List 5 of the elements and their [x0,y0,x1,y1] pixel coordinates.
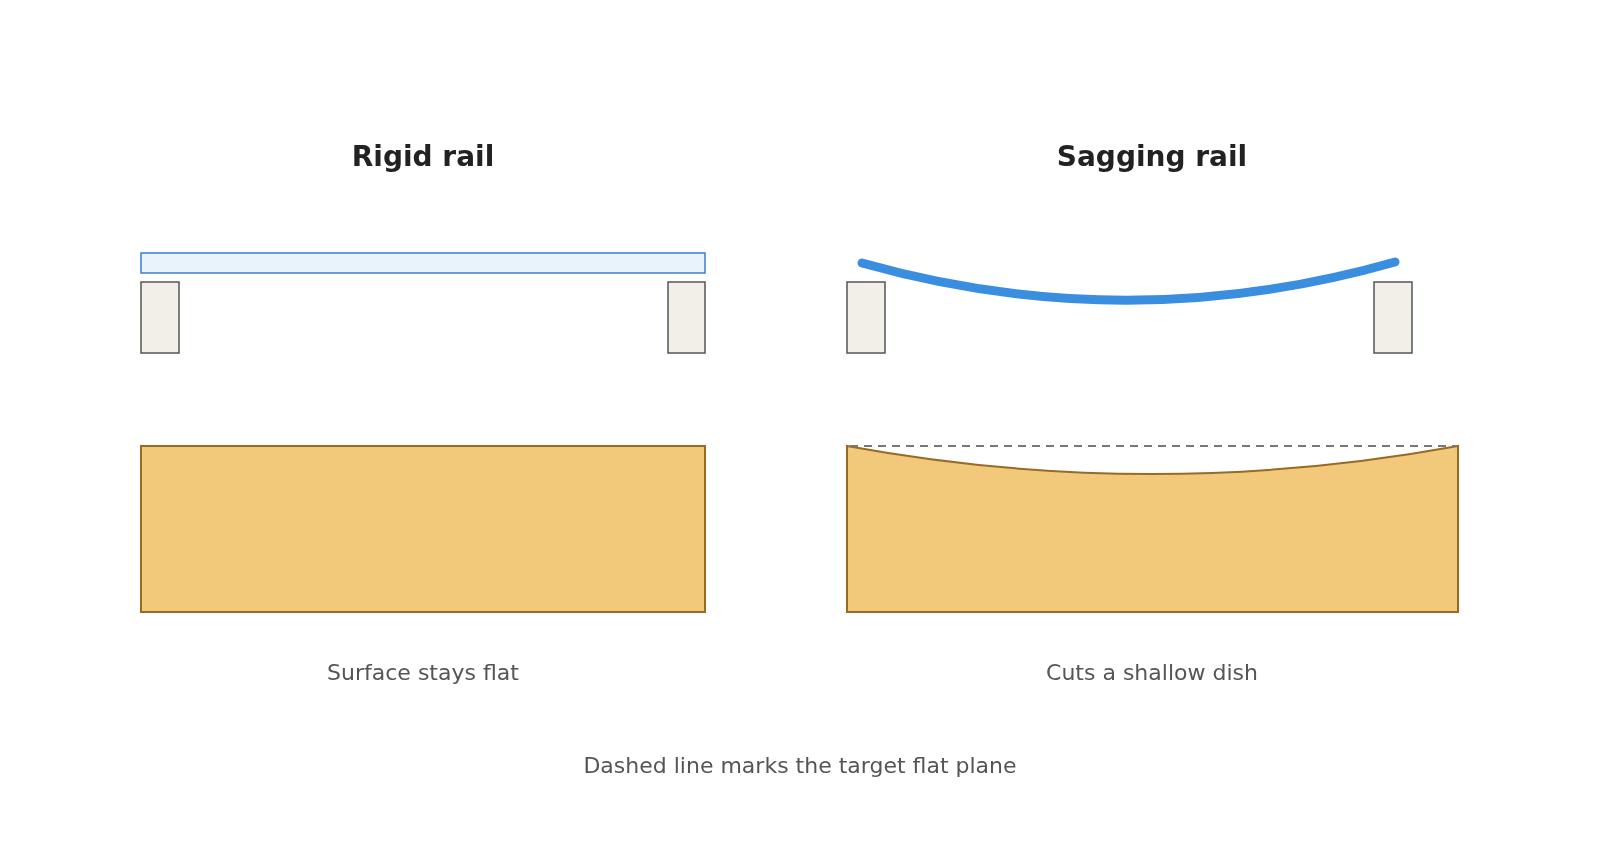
figure-caption: Dashed line marks the target flat plane [583,753,1017,778]
result-caption: Cuts a shallow dish [1046,660,1258,685]
panel-title: Sagging rail [1056,140,1248,173]
result-caption: Surface stays flat [327,660,519,685]
panel-title: Rigid rail [351,140,495,173]
